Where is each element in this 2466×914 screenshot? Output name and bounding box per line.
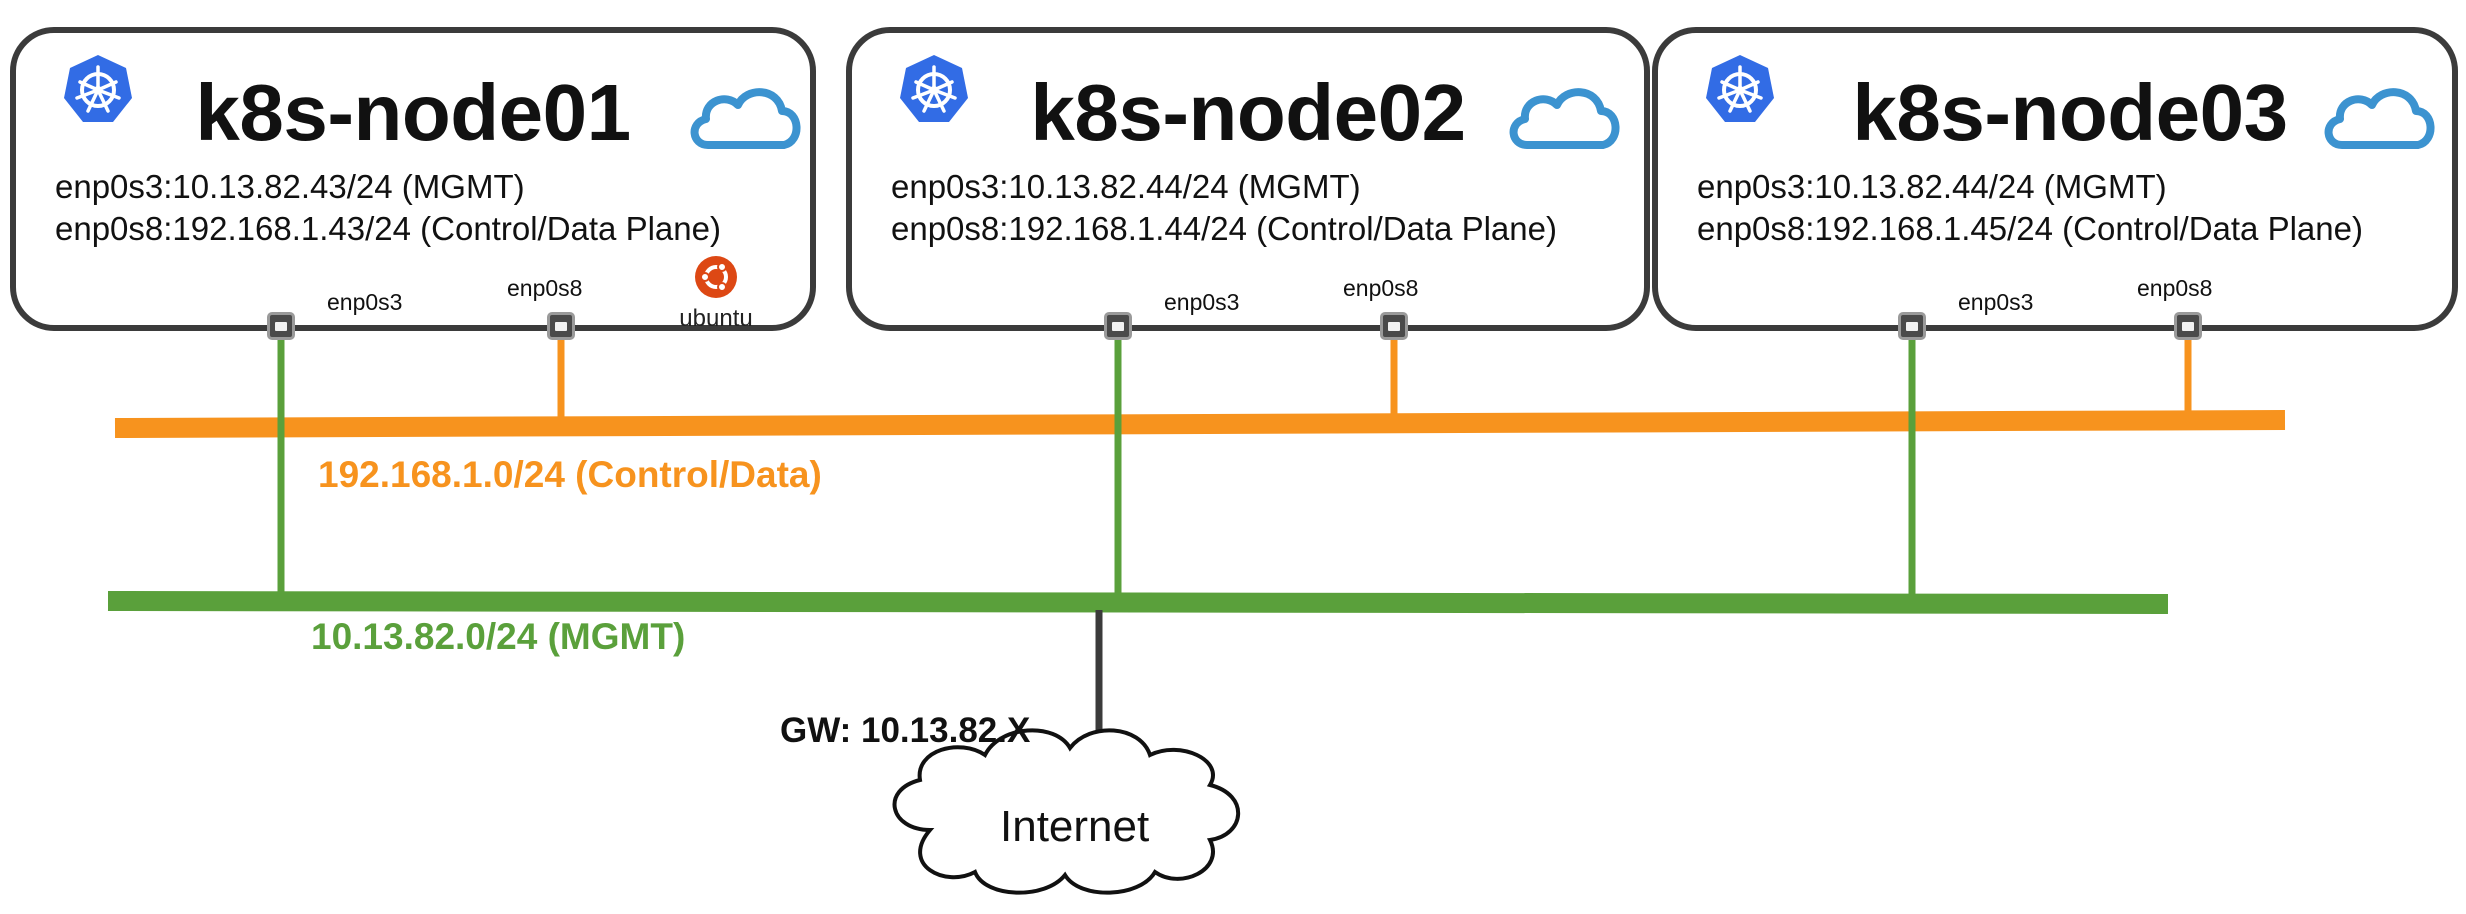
kubernetes-icon [64, 55, 132, 122]
mgmt-interface: enp0s3:10.13.82.44/24 (MGMT) [891, 168, 1361, 205]
data-interface: enp0s8:192.168.1.43/24 (Control/Data Pla… [55, 210, 721, 247]
mgmt-interface: enp0s3:10.13.82.43/24 (MGMT) [55, 168, 525, 205]
control-data-bus [114, 410, 2286, 438]
kubernetes-icon [1706, 55, 1774, 122]
cloud-icon [690, 88, 801, 149]
ethernet-port-icon [547, 312, 575, 340]
port-label-mgmt: enp0s3 [327, 289, 403, 315]
ethernet-port-icon [1380, 312, 1408, 340]
port-label-mgmt: enp0s3 [1164, 289, 1240, 315]
ubuntu-wordmark: ubuntu [679, 305, 753, 332]
ethernet-port-icon [1104, 312, 1132, 340]
internet-cloud-icon [892, 728, 1241, 895]
node-card-01: k8s-node01 enp0s3:10.13.82.43/24 (MGMT) … [10, 27, 816, 333]
kubernetes-icon [900, 55, 968, 122]
internet-label: Internet [1000, 802, 1150, 851]
node-title: k8s-node01 [195, 68, 631, 157]
port-label-data: enp0s8 [507, 275, 583, 301]
port-label-data: enp0s8 [1343, 275, 1419, 301]
control-data-network-label: 192.168.1.0/24 (Control/Data) [318, 454, 822, 495]
ubuntu-logo: ubuntu [671, 255, 761, 333]
ethernet-port-icon [1898, 312, 1926, 340]
node-title: k8s-node03 [1852, 68, 2288, 157]
cloud-icon [1509, 88, 1620, 149]
data-interface: enp0s8:192.168.1.44/24 (Control/Data Pla… [891, 210, 1557, 247]
node-card-02: k8s-node02 enp0s3:10.13.82.44/24 (MGMT) … [846, 27, 1650, 331]
mgmt-interface: enp0s3:10.13.82.44/24 (MGMT) [1697, 168, 2167, 205]
port-label-mgmt: enp0s3 [1958, 289, 2034, 315]
mgmt-bus [107, 591, 2169, 614]
data-interface: enp0s8:192.168.1.45/24 (Control/Data Pla… [1697, 210, 2363, 247]
ethernet-port-icon [267, 312, 295, 340]
node-title: k8s-node02 [1030, 68, 1466, 157]
gateway-label: GW: 10.13.82.X [780, 711, 1031, 750]
port-label-data: enp0s8 [2137, 275, 2213, 301]
ubuntu-icon [695, 256, 737, 298]
mgmt-network-label: 10.13.82.0/24 (MGMT) [311, 616, 686, 657]
node-card-03: k8s-node03 enp0s3:10.13.82.44/24 (MGMT) … [1652, 27, 2458, 331]
cloud-icon [2324, 88, 2435, 149]
ethernet-port-icon [2174, 312, 2202, 340]
